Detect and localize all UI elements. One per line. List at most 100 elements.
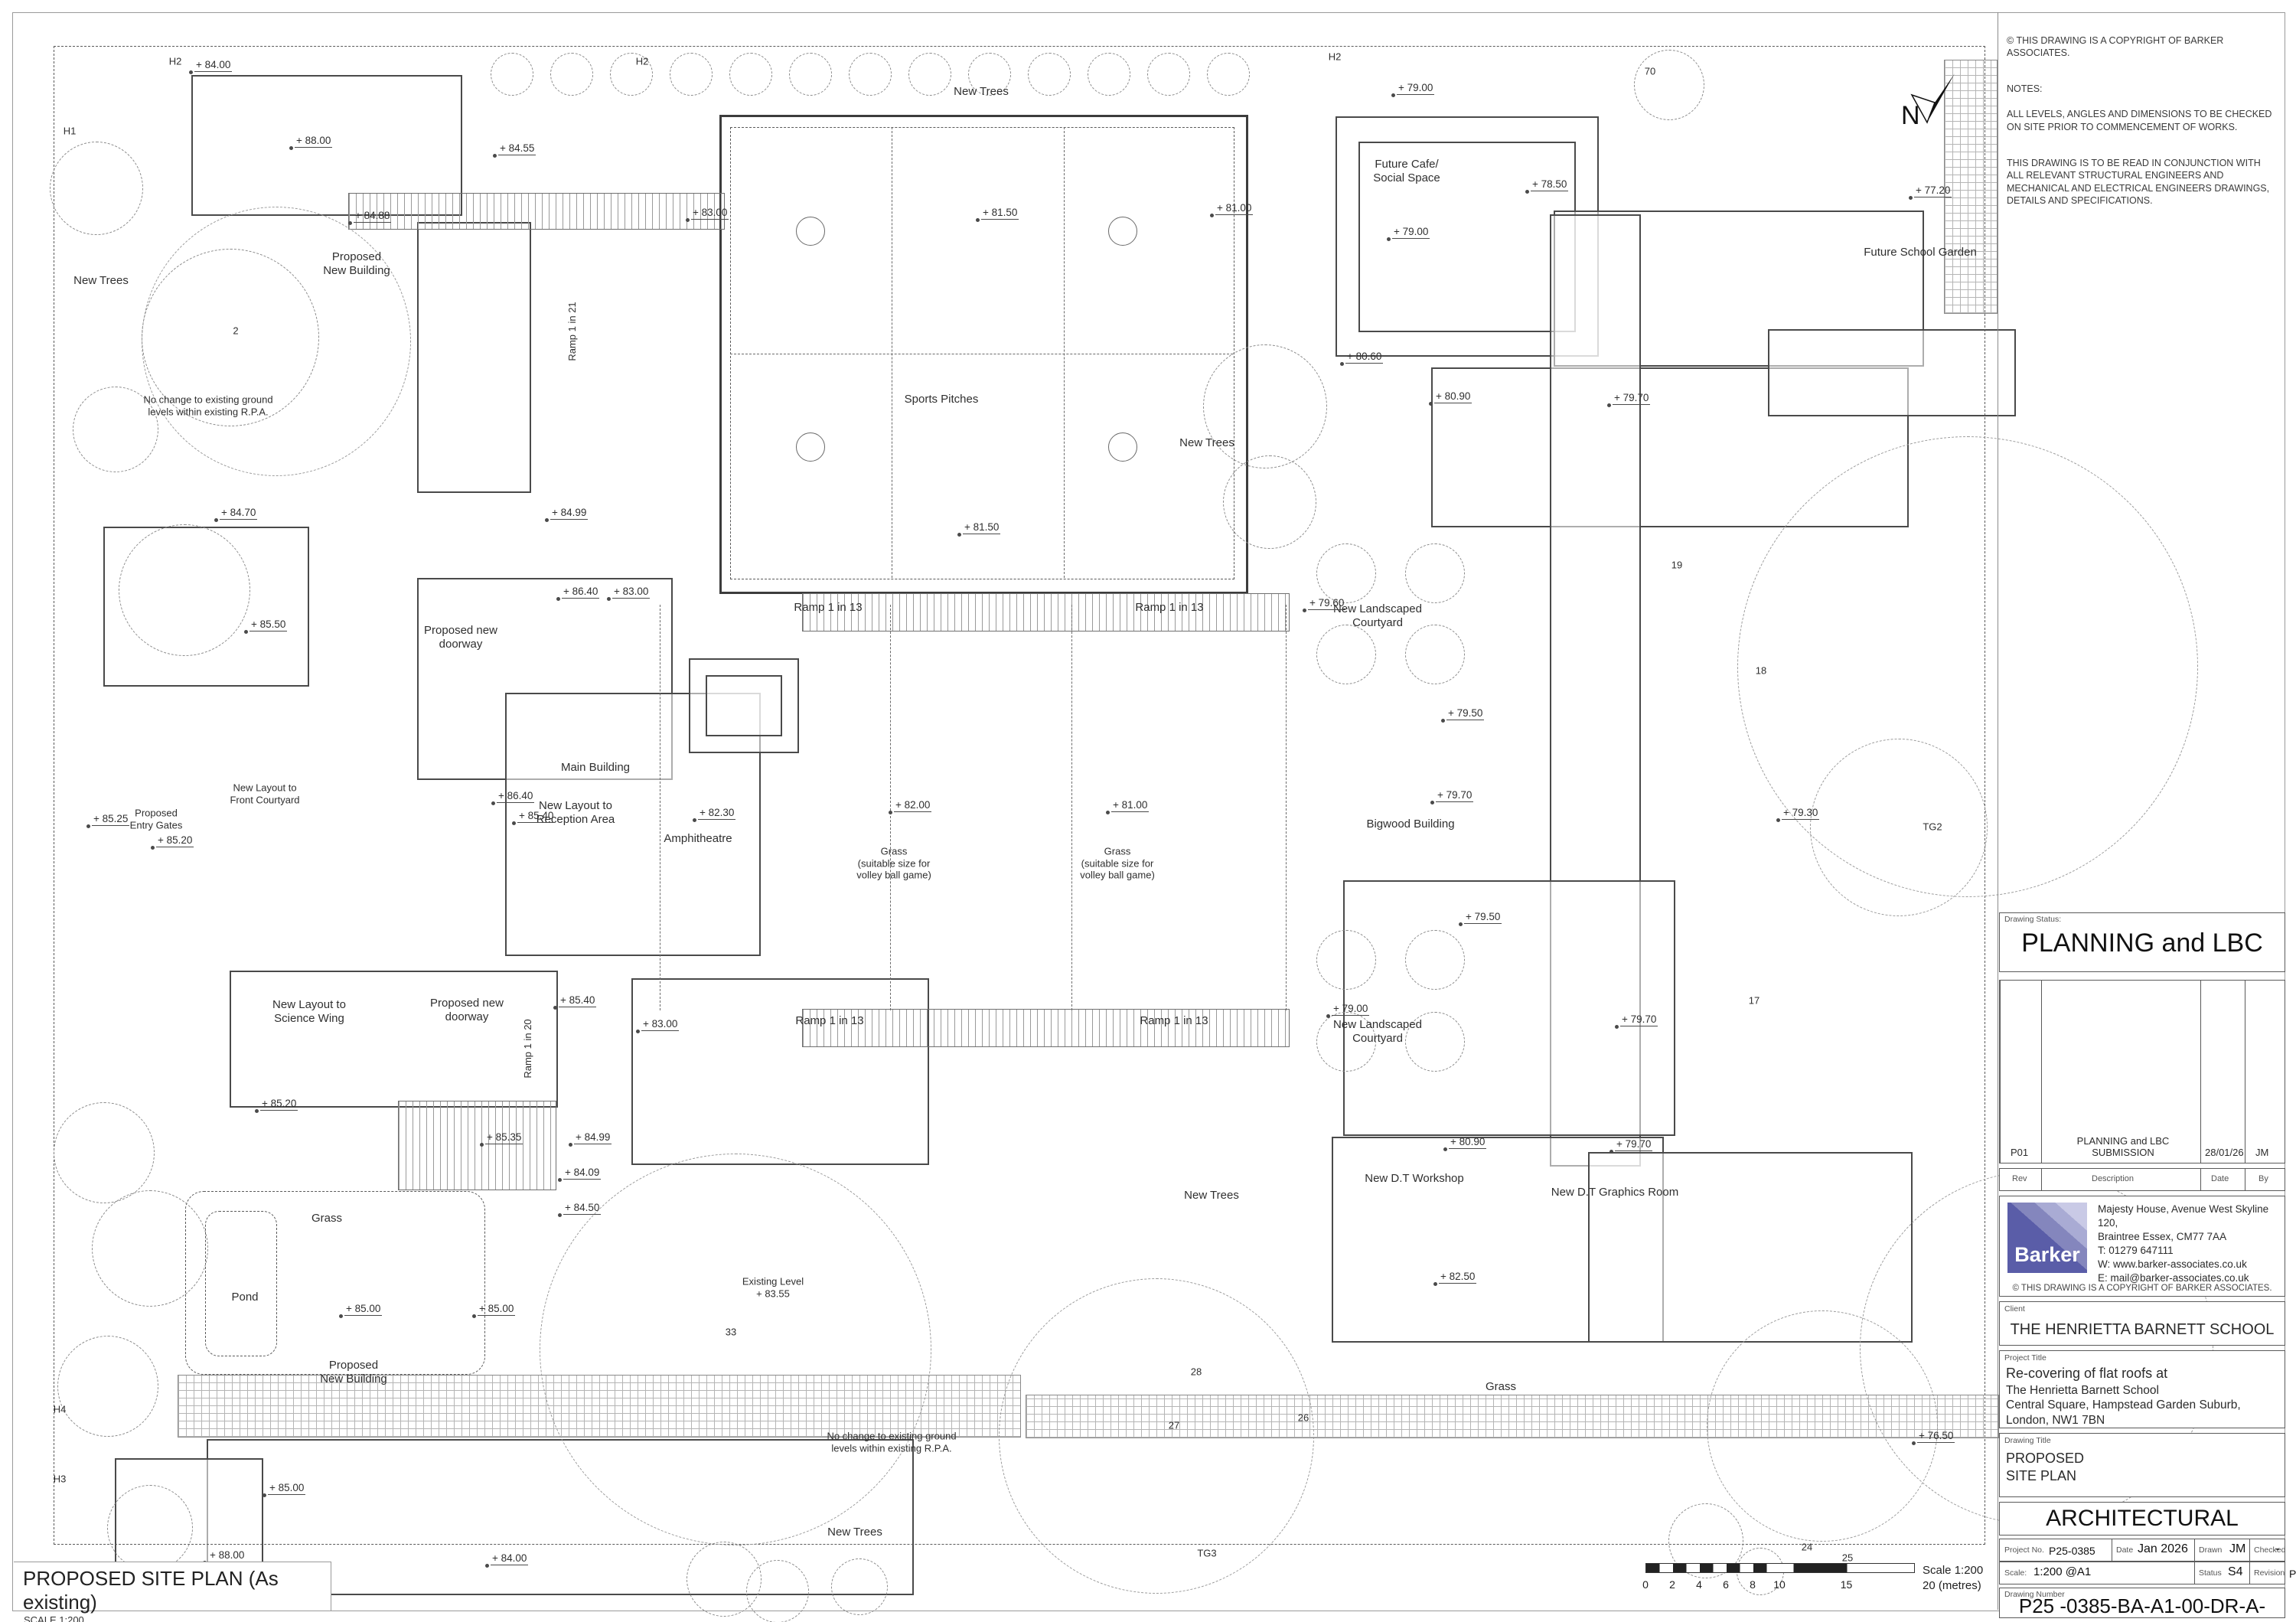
plan-label: Sports Pitches (904, 393, 979, 406)
client-box: Client THE HENRIETTA BARNETT SCHOOL (1999, 1301, 2285, 1346)
ref-marker: TG2 (1923, 821, 1942, 833)
ref-marker: 26 (1297, 1411, 1309, 1424)
ref-marker: H3 (53, 1473, 67, 1485)
tree-circle (789, 53, 832, 96)
plan-label: New Layout to Science Wing (272, 998, 346, 1025)
spot-level: + 85.40 (553, 994, 597, 1010)
note-2: THIS DRAWING IS TO BE READ IN CONJUNCTIO… (2007, 157, 2270, 207)
tree-circle (1316, 1012, 1376, 1072)
plan-label: Bigwood Building (1366, 818, 1455, 831)
spot-level: + 79.70 (1614, 1013, 1658, 1029)
plan-label: New D.T Workshop (1365, 1172, 1464, 1185)
scale-bar-graphic (1645, 1563, 1915, 1573)
tree-circle (1223, 455, 1316, 549)
checked-label: Checked (2254, 1545, 2286, 1555)
plan-label: Proposed new doorway (424, 624, 497, 651)
tree-circle (1316, 930, 1376, 990)
scale-bar-tick: 8 (1750, 1578, 1756, 1591)
status-label: Status (2199, 1568, 2222, 1578)
building-outline (1768, 329, 2016, 416)
info-row-1: Project No. P25-0385 Date Jan 2026 Drawn… (1999, 1539, 2285, 1562)
spot-level: + 81.00 (1105, 799, 1150, 814)
building-outline (1358, 142, 1576, 332)
spot-level: + 82.00 (888, 799, 932, 814)
scale-bar-tick: 2 (1669, 1578, 1675, 1591)
spot-level: + 84.55 (492, 142, 536, 158)
hatched-area (802, 593, 1290, 632)
plan-label: New Landscaped Courtyard (1333, 1018, 1422, 1045)
plan-label: New Trees (1179, 436, 1234, 449)
barker-logo: Barker (2007, 1203, 2087, 1273)
spot-level: + 83.00 (685, 207, 729, 222)
tree-circle (92, 1190, 208, 1307)
tree-circle (54, 1102, 155, 1203)
project-title-line1: Re-covering of flat roofs at (2006, 1366, 2168, 1381)
building-outline (191, 75, 462, 216)
tree-circle (1316, 625, 1376, 684)
tree-circle (1405, 930, 1465, 990)
plan-label: Proposed Entry Gates (129, 807, 183, 831)
rev-by-cell: JM (2255, 1147, 2269, 1158)
company-box: Barker Majesty House, Avenue West Skylin… (1999, 1196, 2285, 1297)
north-arrow: N (1898, 67, 1982, 136)
dashed-line (1071, 605, 1072, 1010)
drawing-number: P25 -0385-BA-A1-00-DR-A-3005 (2018, 1594, 2266, 1622)
plan-label: No change to existing ground levels with… (827, 1430, 957, 1454)
ref-marker: TG3 (1197, 1547, 1217, 1559)
ref-marker: 2 (233, 325, 239, 337)
spot-level: + 82.50 (1433, 1271, 1477, 1286)
revision-table-divider (2041, 981, 2042, 1163)
plan-label: Ramp 1 in 21 (566, 302, 579, 361)
tree-circle (1147, 53, 1190, 96)
spot-level: + 85.20 (254, 1098, 298, 1113)
spot-level: + 82.30 (692, 807, 736, 822)
sheet-frame (12, 12, 2285, 1611)
spot-level: + 83.00 (635, 1018, 680, 1033)
tree-circle (908, 53, 951, 96)
ref-marker: 25 (1841, 1552, 1854, 1564)
tree-circle (1316, 543, 1376, 603)
plan-label: Proposed new doorway (430, 997, 504, 1023)
rev-cell: P01 (2011, 1147, 2029, 1158)
plan-label: New Trees (73, 274, 129, 287)
plan-label: New Trees (1184, 1189, 1239, 1202)
plan-label: Ramp 1 in 13 (1140, 1014, 1208, 1027)
dashed-line (890, 605, 891, 1010)
spot-level: + 84.00 (188, 59, 233, 74)
plan-label: New Trees (827, 1526, 882, 1539)
revision-table: P01 PLANNING and LBC SUBMISSION 28/01/26… (1999, 980, 2285, 1163)
dashed-outline (205, 1211, 277, 1356)
ref-marker: 70 (1644, 65, 1656, 77)
ref-marker: 28 (1190, 1366, 1202, 1378)
ref-marker: 17 (1748, 994, 1760, 1007)
sports-pitch-outline (719, 115, 1248, 594)
drawing-status-box: Drawing Status: PLANNING and LBC (1999, 912, 2285, 972)
rev-header: Rev (2012, 1174, 2027, 1183)
drawing-status-label: Drawing Status: (2004, 915, 2062, 924)
revision-header-row: Rev Description Date By (1999, 1168, 2285, 1191)
tree-circle (73, 387, 158, 472)
sheet-scale-note: SCALE 1:200 (24, 1614, 84, 1622)
tree-circle (968, 53, 1011, 96)
ref-marker: H2 (635, 55, 649, 67)
project-title-label: Project Title (2004, 1353, 2047, 1363)
drawing-title-box: Drawing Title PROPOSED SITE PLAN (1999, 1433, 2285, 1497)
tree-circle (746, 1560, 809, 1622)
spot-level: + 86.40 (556, 586, 600, 601)
spot-level: + 85.25 (86, 813, 130, 828)
building-outline (1343, 880, 1675, 1136)
tree-circle (1207, 53, 1250, 96)
notes-heading: NOTES: (2007, 83, 2043, 94)
plan-label: Future School Garden (1864, 246, 1977, 259)
plan-label: Grass (suitable size for volley ball gam… (856, 845, 931, 881)
pitch-centre-circle (1108, 432, 1137, 462)
tree-circle (849, 53, 892, 96)
ref-marker: H1 (63, 125, 77, 137)
spot-level: + 85.00 (471, 1303, 516, 1318)
info-row-2: Scale: 1:200 @A1 Status S4 Revision P01 (1999, 1562, 2296, 1584)
building-outline (417, 222, 531, 493)
tree-circle (729, 53, 772, 96)
barker-logo-text: Barker (2014, 1243, 2080, 1266)
copyright-note: © THIS DRAWING IS A COPYRIGHT OF BARKER … (2007, 34, 2224, 59)
